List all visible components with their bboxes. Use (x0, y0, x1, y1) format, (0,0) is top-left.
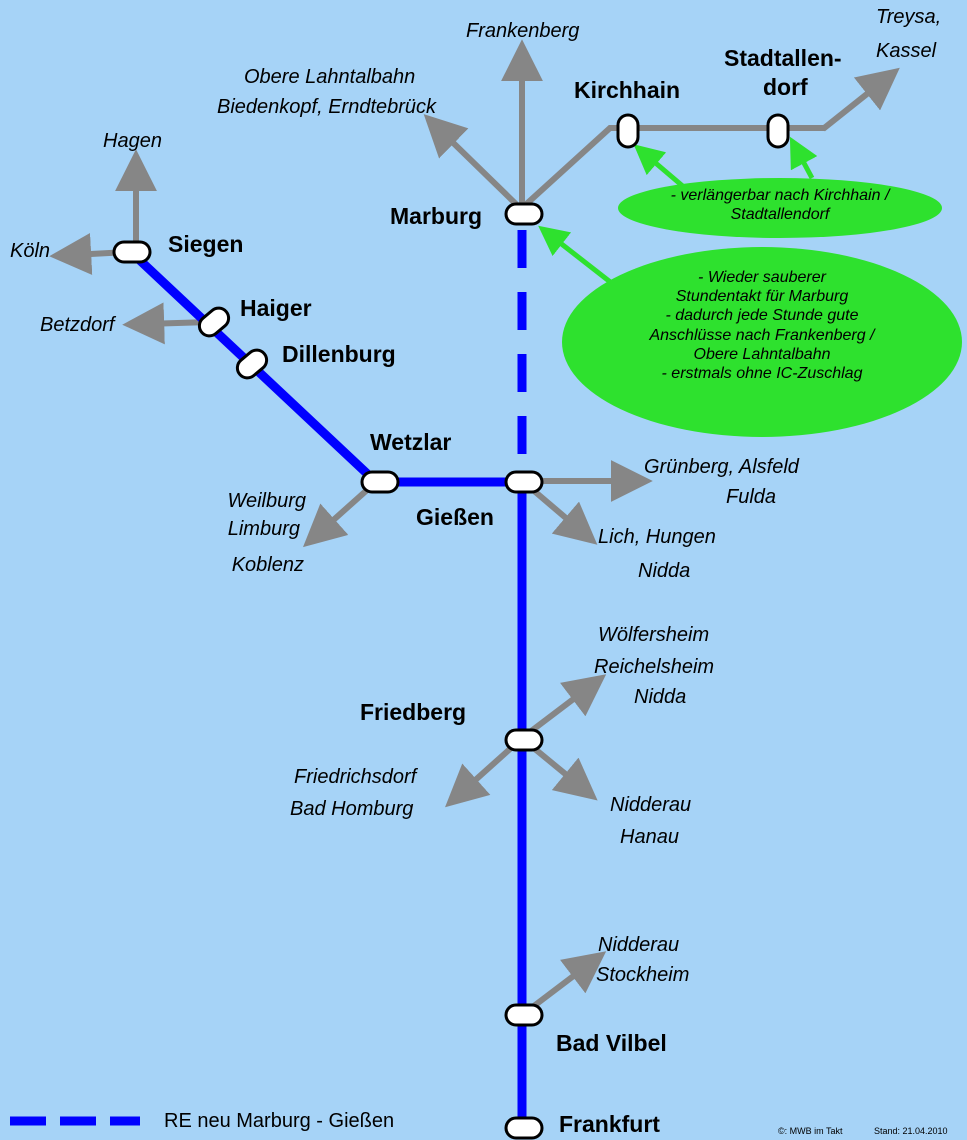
dest-label-bad-homburg: Bad Homburg (290, 798, 414, 820)
dest-label-lahntalbahn: Obere Lahntalbahn (244, 66, 416, 88)
dest-label-reichelsheim: Reichelsheim (594, 656, 715, 678)
callout-marburg-line: - Wieder sauberer (698, 269, 826, 286)
station-label-kirchhain: Kirchhain (574, 77, 681, 103)
station-label-siegen: Siegen (168, 231, 244, 257)
dest-label-koblenz: Koblenz (231, 554, 304, 576)
dest-label-biedenkopf: Biedenkopf, Erndtebrück (217, 96, 437, 118)
station-marker-kirchhain (616, 113, 640, 149)
station-marker-siegen (112, 240, 152, 264)
station-label-friedberg: Friedberg (360, 699, 467, 725)
callout-marburg-line: - erstmals ohne IC-Zuschlag (661, 364, 863, 382)
branch-kassel (821, 67, 900, 132)
branch-kirchhain-line (519, 125, 825, 211)
dest-label-friedrichsdorf: Friedrichsdorf (294, 766, 417, 788)
dest-label-betzdorf: Betzdorf (40, 314, 115, 336)
station-marker-dillenburg (235, 348, 269, 380)
dest-label-weilburg: Weilburg (227, 490, 306, 512)
station-marker-marburg (504, 202, 544, 226)
callout-marburg-line: Anschlüsse nach Frankenberg / (649, 326, 875, 344)
callout-kirchhain-line: - verlängerbar nach Kirchhain / (670, 187, 890, 204)
callout-kirchhain-text: - verlängerbar nach Kirchhain / Stadtall… (622, 186, 938, 224)
dest-label-fulda: Fulda (726, 486, 777, 508)
dest-label-treysa: Treysa, (876, 6, 942, 28)
station-marker-haiger (197, 306, 231, 338)
dest-label-hagen: Hagen (103, 130, 162, 152)
dest-label-limburg: Limburg (227, 518, 300, 540)
station-label-bad-vilbel: Bad Vilbel (556, 1030, 667, 1056)
station-label-haiger: Haiger (240, 295, 312, 321)
dest-label-lich: Lich, Hungen (598, 526, 716, 548)
dest-label-koeln: Köln (10, 240, 51, 262)
station-marker-friedberg (504, 728, 544, 752)
branch-lahntalbahn (423, 114, 521, 209)
station-marker-bad-vilbel (504, 1003, 544, 1027)
callout-marburg-line: Stundentakt für Marburg (675, 288, 849, 306)
station-label-dillenburg: Dillenburg (282, 341, 396, 367)
credit-date: Stand: 21.04.2010 (874, 1126, 948, 1136)
station-marker-wetzlar (360, 470, 400, 494)
callout-kirchhain-line: Stadtallendorf (730, 206, 830, 224)
callout-marburg (538, 225, 962, 437)
callout-marburg-line: - dadurch jede Stunde gute (665, 307, 859, 325)
station-label-frankfurt: Frankfurt (559, 1111, 660, 1137)
station-marker-giessen (504, 470, 544, 494)
station-label-stadtallendorf: Stadtallen- (724, 45, 842, 71)
dest-label-nidderau-hanau: Nidderau (610, 794, 692, 816)
dest-label-woelfersheim: Wölfersheim (598, 624, 710, 646)
station-label-marburg: Marburg (390, 203, 482, 229)
callout-marburg-line: Obere Lahntalbahn (693, 345, 831, 363)
callout-marburg-text: - Wieder sauberer Stundentakt für Marbur… (572, 268, 952, 383)
station-marker-frankfurt (504, 1116, 544, 1140)
dest-label-nidderau-stockheim: Nidderau (598, 934, 680, 956)
legend-label: RE neu Marburg - Gießen (164, 1110, 395, 1132)
dest-label-hanau: Hanau (620, 826, 679, 848)
station-label-stadtallendorf-2: dorf (763, 74, 808, 100)
dest-label-lich-nidda: Nidda (638, 560, 691, 582)
dest-label-woelfersheim-nidda: Nidda (634, 686, 687, 708)
station-label-wetzlar: Wetzlar (370, 429, 452, 455)
dest-label-frankenberg: Frankenberg (466, 20, 580, 42)
station-label-giessen: Gießen (416, 504, 494, 530)
dest-label-gruenberg: Grünberg, Alsfeld (644, 456, 799, 478)
callout-kirchhain (618, 136, 942, 238)
station-marker-stadtallendorf (766, 113, 790, 149)
credit-author: ©: MWB im Takt (778, 1126, 843, 1136)
dest-label-kassel: Kassel (876, 40, 937, 62)
dest-label-stockheim: Stockheim (596, 964, 690, 986)
